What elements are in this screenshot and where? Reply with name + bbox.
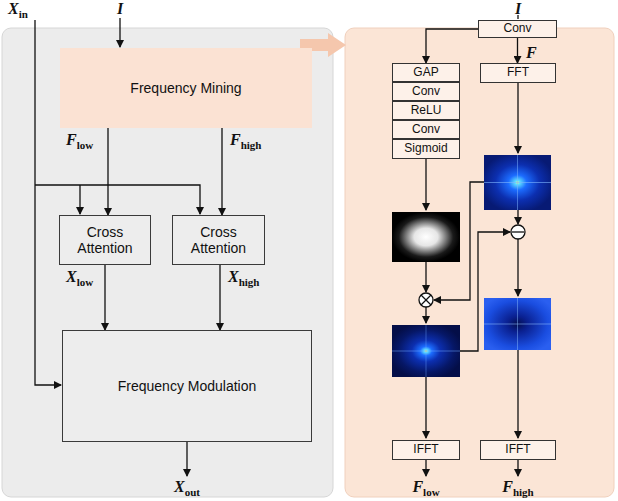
- signal-label: F: [526, 44, 537, 62]
- connector: [426, 29, 478, 63]
- spectrum-low: [392, 325, 460, 377]
- signal-label: I: [515, 0, 521, 18]
- ifft-box: IFFT: [392, 440, 460, 460]
- wires: [35, 15, 518, 476]
- node-text: Cross Attention: [60, 224, 150, 256]
- signal-label: Xhigh: [228, 268, 259, 286]
- right-panel: [345, 28, 614, 497]
- multiply-symbol: [419, 293, 433, 307]
- conv-box: Conv: [392, 82, 460, 101]
- sigmoid-box: Sigmoid: [392, 139, 460, 159]
- connector: [219, 265, 220, 330]
- left-panel: [2, 28, 333, 497]
- node-text: Frequency Mining: [130, 80, 241, 96]
- signal-label: I: [117, 0, 123, 18]
- frequency-mining-box: Frequency Mining: [60, 48, 312, 128]
- signal-label: Xout: [174, 478, 200, 496]
- node-text: IFFT: [413, 443, 438, 457]
- connector: [104, 265, 105, 330]
- node-text: Sigmoid: [404, 142, 447, 156]
- frequency-mask: [392, 212, 460, 262]
- signal-label: Fhigh: [230, 131, 261, 149]
- conv-box: Conv: [392, 120, 460, 139]
- connector: [517, 38, 518, 63]
- connector: [107, 128, 108, 215]
- signal-label: Fhigh: [502, 478, 533, 496]
- node-text: Frequency Modulation: [118, 378, 257, 394]
- spectrum-full: [484, 155, 551, 210]
- node-text: Conv: [503, 22, 531, 36]
- node-text: Conv: [412, 123, 440, 137]
- signal-label: Flow: [66, 131, 93, 149]
- connector: [221, 128, 222, 215]
- conv-box: Conv: [478, 20, 557, 38]
- signal-label: Xlow: [66, 268, 93, 286]
- spectrum-high: [484, 298, 551, 350]
- cross-attention-box: Cross Attention: [59, 215, 151, 265]
- node-text: Conv: [412, 85, 440, 99]
- gap-box: GAP: [392, 63, 460, 82]
- node-text: IFFT: [505, 443, 530, 457]
- node-text: GAP: [413, 66, 438, 80]
- subtract-symbol: [511, 225, 525, 239]
- node-text: Cross Attention: [173, 224, 264, 256]
- signal-label: Xin: [8, 0, 28, 18]
- fft-box: FFT: [480, 63, 556, 83]
- frequency-modulation-box: Frequency Modulation: [62, 330, 312, 442]
- node-text: ReLU: [411, 104, 442, 118]
- cross-attention-box: Cross Attention: [172, 215, 265, 265]
- ifft-box: IFFT: [480, 440, 556, 460]
- node-text: FFT: [507, 66, 529, 80]
- signal-label: Flow: [412, 478, 439, 496]
- relu-box: ReLU: [392, 101, 460, 120]
